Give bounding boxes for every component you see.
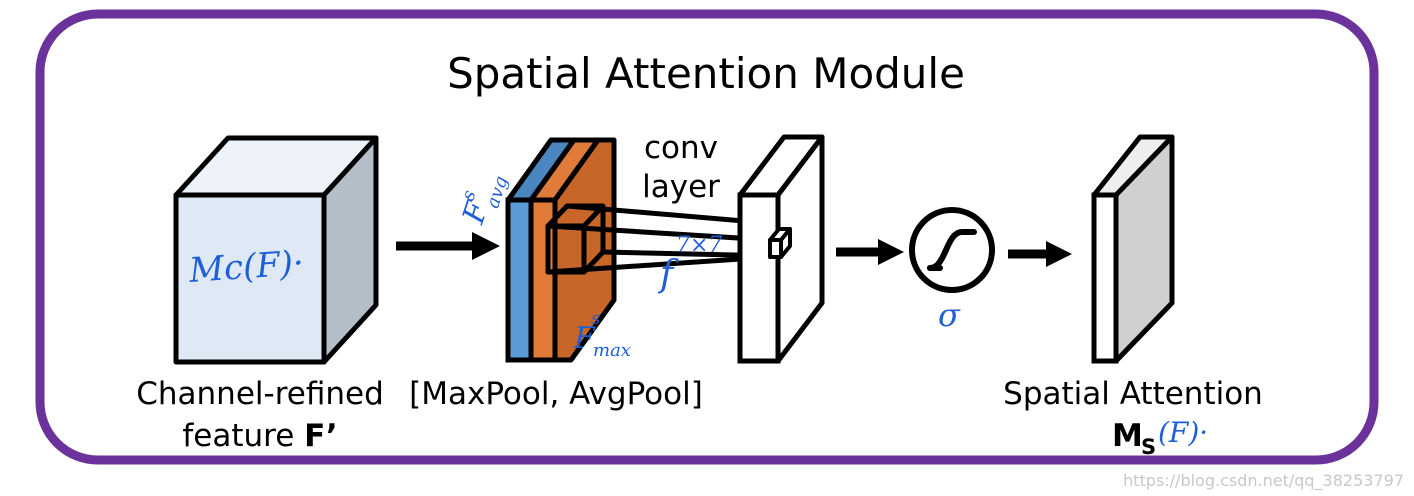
conv-label-line1: conv [644,130,718,166]
output-label-line1: Spatial Attention [1003,376,1263,412]
spatial-attention-map [1091,134,1175,364]
svg-text:7×7: 7×7 [676,233,722,258]
input-label-prefix: feature [182,418,304,454]
input-symbol-f-prime: F’ [304,418,338,454]
input-label-line1: Channel-refined [136,376,384,412]
svg-text:s: s [591,308,600,329]
input-feature-cube [173,135,379,365]
svg-text:S: S [1141,435,1156,459]
output-symbol-ms: M S [1112,418,1156,459]
handwritten-output-f: (F)· [1158,416,1208,449]
pool-label: [MaxPool, AvgPool] [409,376,703,412]
svg-text:F: F [573,321,596,356]
svg-text:max: max [593,340,631,361]
watermark-url: https://blog.csdn.net/qq_38253797 [1123,471,1404,491]
conv-output-voxel [768,227,792,259]
handwritten-f-max: F s max [573,308,631,361]
arrow-input-to-pool [396,232,500,260]
conv-label-line2: layer [642,169,720,205]
conv-output-map [737,134,825,364]
arrow-conv-to-sigmoid [836,239,904,265]
cube-front-face [173,192,327,365]
handwritten-sigma: σ [938,296,961,334]
module-title: Spatial Attention Module [447,49,965,98]
handwritten-mc-f: Mc(F)· [187,243,305,291]
pooled-feature-maps [505,137,617,363]
input-label-line2: feature F’ [182,418,337,454]
svg-text:M: M [1112,418,1143,454]
avg-pool-map [505,197,534,363]
arrow-sigmoid-to-output [1008,241,1072,267]
sigmoid-icon [909,207,995,293]
